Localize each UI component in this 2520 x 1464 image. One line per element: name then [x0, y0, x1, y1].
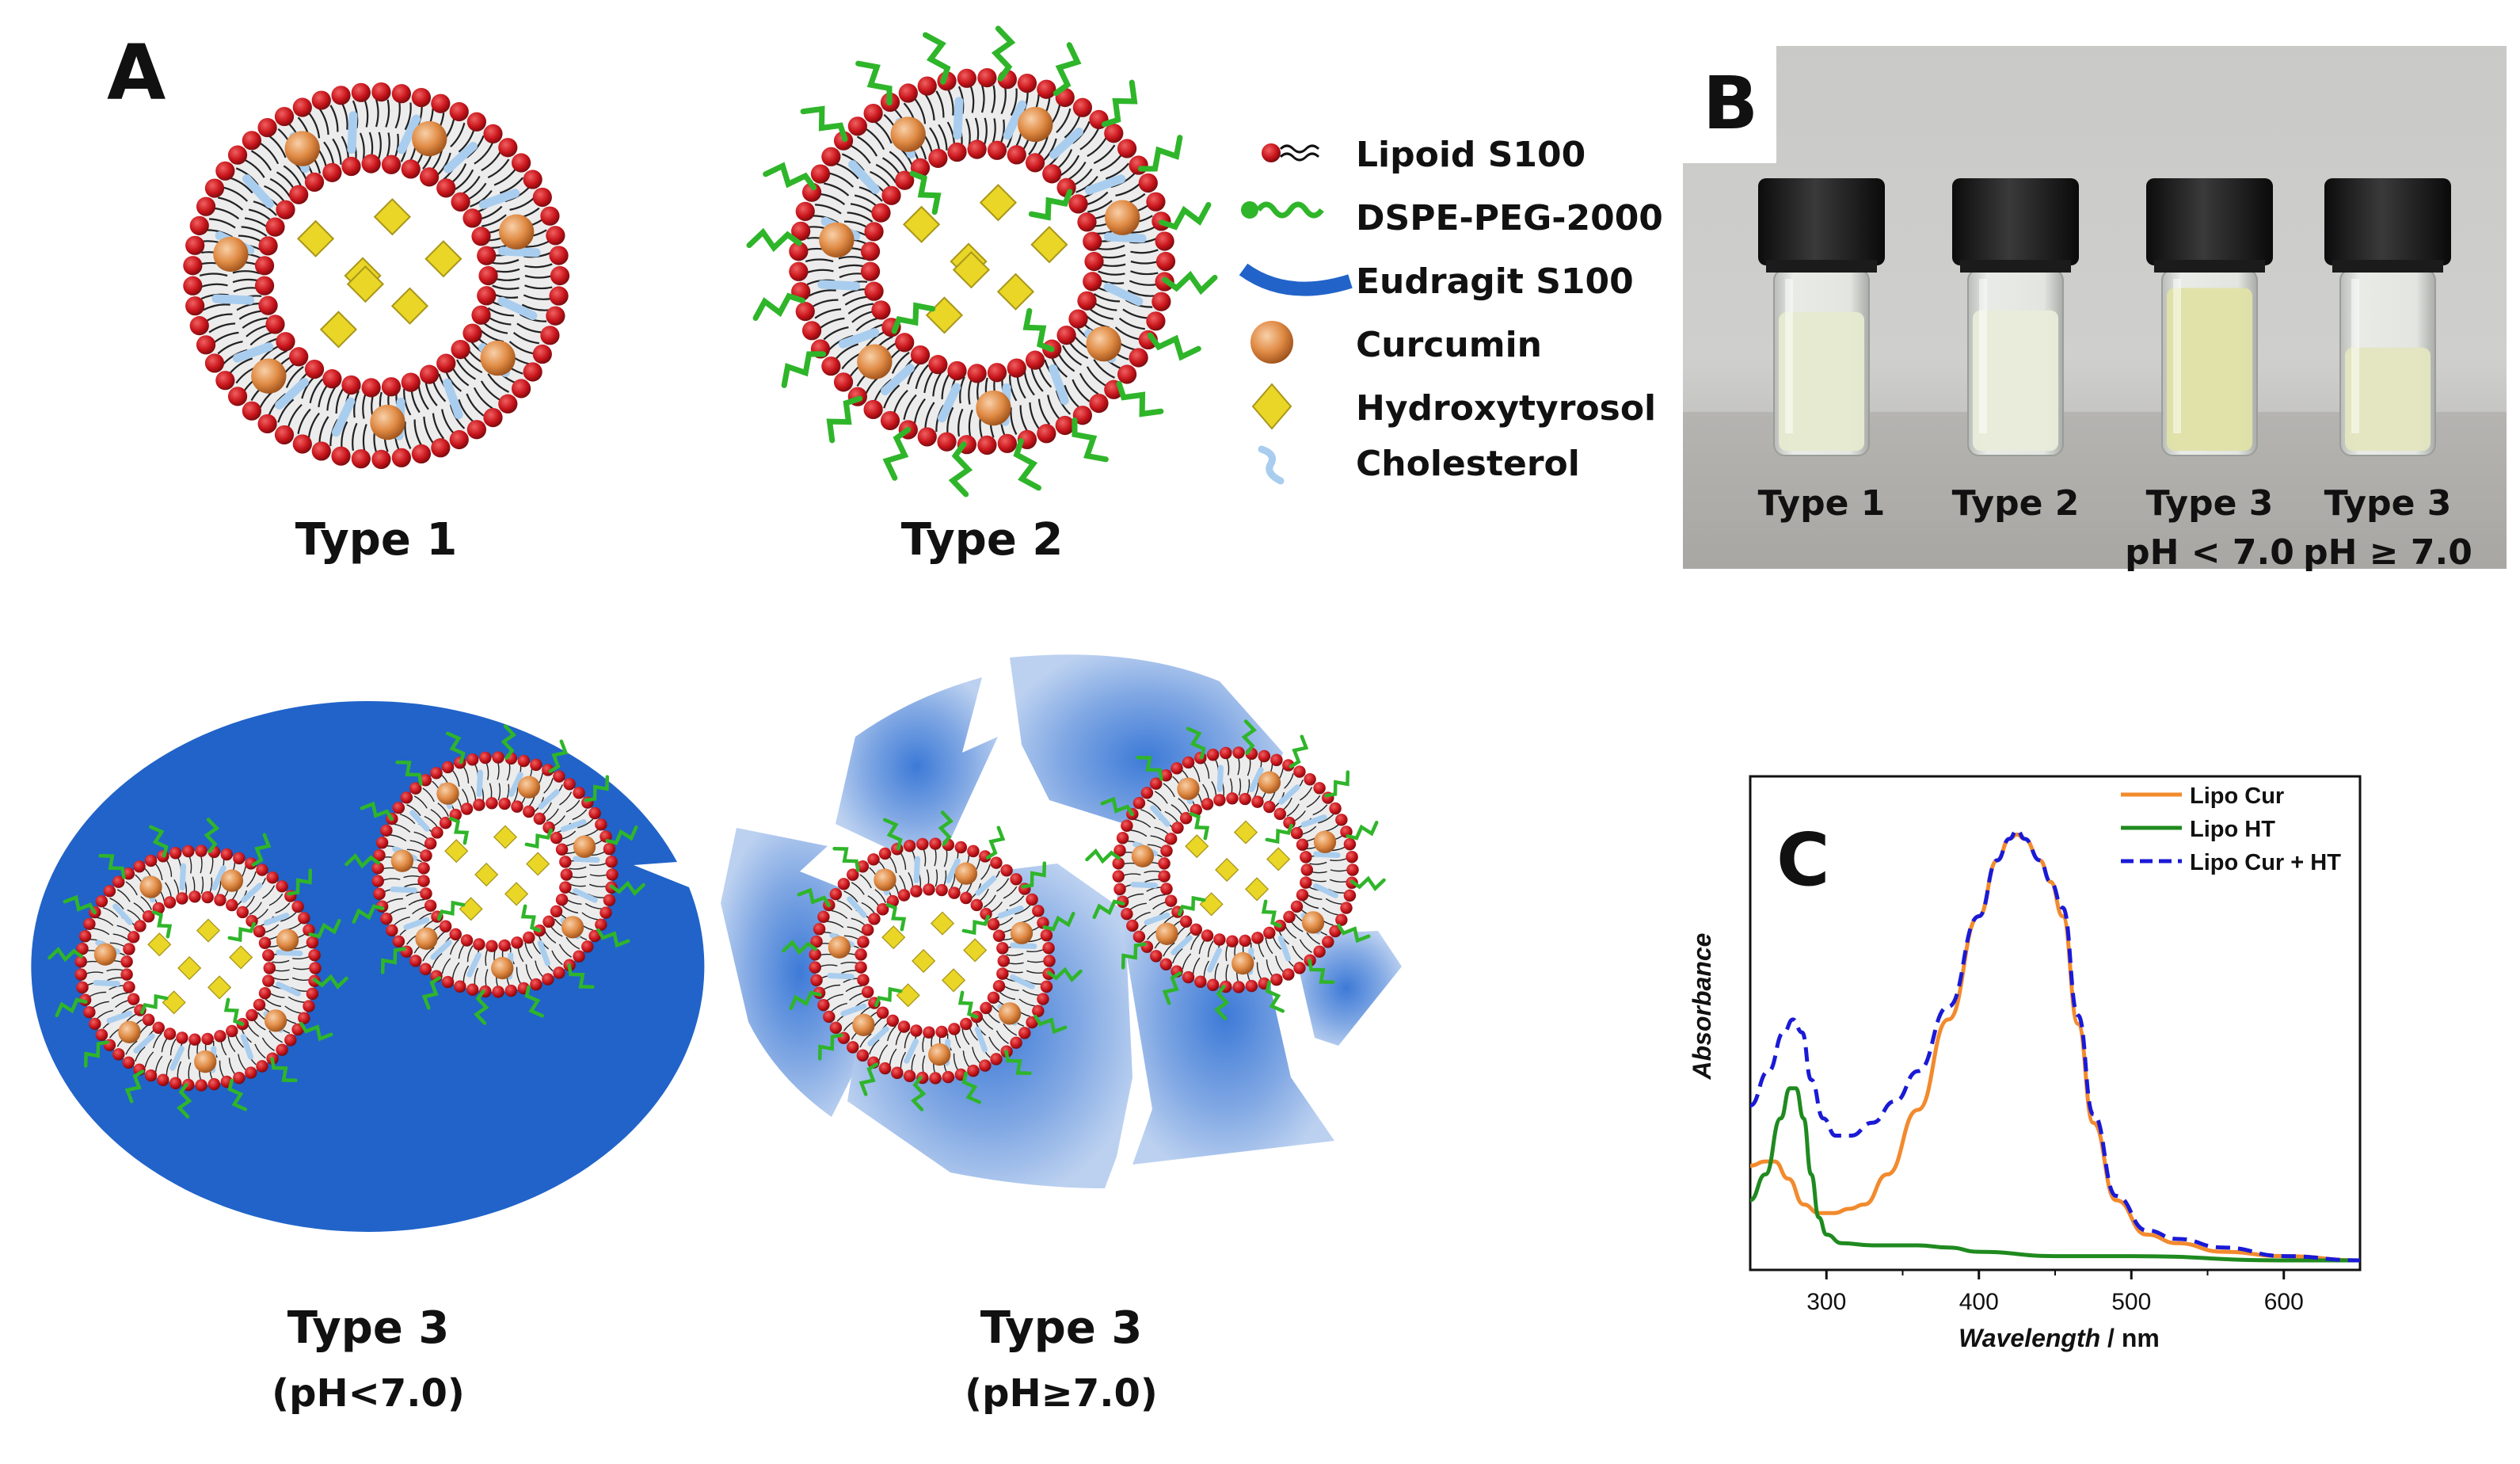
- vial-3: Type 3 pH < 7.0: [2125, 178, 2294, 573]
- lipid-heads: [1112, 746, 1359, 993]
- lipid-heads: [371, 751, 619, 998]
- hydroxytyrosol-molecules: [1185, 820, 1291, 917]
- panel-a-letter: A: [107, 29, 166, 117]
- type3-liposome-left: [48, 818, 348, 1119]
- peg-chain-icon: [1241, 201, 1324, 219]
- x-tick-label: 600: [2264, 1289, 2304, 1315]
- curcumin-sphere-icon: [1250, 321, 1293, 364]
- type3-liposome-released-left: [782, 810, 1083, 1111]
- legend-label-peg: DSPE-PEG-2000: [1356, 198, 1663, 238]
- hydroxytyrosol-molecules: [296, 198, 463, 349]
- curcumin-molecules: [828, 862, 1034, 1066]
- legend: Lipoid S100 DSPE-PEG-2000 Eudragit S100 …: [1239, 135, 1663, 485]
- type3-acidic-title: Type 3: [287, 1302, 450, 1354]
- hydroxytyrosol-molecules: [902, 184, 1068, 334]
- x-tick-label: 400: [1959, 1289, 1999, 1315]
- curcumin-molecules: [390, 776, 596, 980]
- type2-title: Type 2: [901, 514, 1064, 566]
- series-line-3: [1749, 828, 2361, 1263]
- chart-x-ticks: 300 400 500 600: [1806, 1270, 2304, 1315]
- series-line-2: [1749, 1086, 2360, 1263]
- vial-label: Type 3: [2146, 483, 2274, 524]
- vial-ph-label: pH ≥ 7.0: [2303, 532, 2472, 573]
- legend-label-lipoid: Lipoid S100: [1356, 135, 1585, 175]
- legend-entry-1: Lipo Cur: [2190, 783, 2284, 809]
- type3-liposome-released-right: [1085, 719, 1386, 1020]
- peg-chains: [1085, 719, 1386, 1020]
- type3-liposome-right: [345, 724, 645, 1025]
- hydroxytyrosol-molecules: [881, 911, 988, 1008]
- curcumin-molecules: [1131, 771, 1337, 975]
- hydroxytyrosol-molecules: [147, 918, 253, 1015]
- lipid-tails: [805, 84, 1159, 439]
- legend-label-cholesterol: Cholesterol: [1356, 444, 1580, 484]
- chart-xlabel: Wavelength / nm: [1959, 1324, 2160, 1352]
- lipid-heads: [809, 837, 1056, 1085]
- type1-title: Type 1: [295, 514, 458, 566]
- chart-plot-frame: [1749, 775, 2362, 1271]
- vial-liquid: [1779, 312, 1864, 451]
- hydroxytyrosol-molecules: [444, 825, 550, 921]
- type3-neutral-title: Type 3: [980, 1302, 1143, 1354]
- legend-entry-2: Lipo HT: [2190, 817, 2275, 842]
- vial-liquid: [2167, 288, 2252, 451]
- legend-entry-3: Lipo Cur + HT: [2190, 850, 2341, 875]
- chart-xlabel-unit: / nm: [2100, 1324, 2160, 1352]
- peg-chains: [746, 25, 1218, 498]
- vial-label: Type 1: [1758, 483, 1886, 524]
- legend-label-curcumin: Curcumin: [1356, 325, 1542, 365]
- vial-4: Type 3 pH ≥ 7.0: [2303, 178, 2472, 573]
- vial-label: Type 2: [1952, 483, 2080, 524]
- curcumin-molecules: [213, 120, 535, 440]
- chart-ylabel: Absorbance: [1688, 933, 1716, 1081]
- vial-cap: [2146, 178, 2273, 265]
- vial-2: Type 2: [1952, 178, 2080, 524]
- curcumin-molecules: [819, 106, 1140, 426]
- lipid-icon: [1262, 143, 1320, 162]
- peg-chains: [345, 724, 645, 1025]
- type1-liposome: [183, 82, 570, 470]
- hydroxytyrosol-diamond-icon: [1251, 383, 1292, 430]
- panel-b-letter: B: [1703, 61, 1758, 146]
- chart-series: [1749, 828, 2361, 1263]
- vial-1: Type 1: [1758, 178, 1886, 524]
- vial-ph-label: pH < 7.0: [2125, 532, 2294, 573]
- peg-chains: [48, 818, 348, 1119]
- type2-pegylated-liposome: [746, 25, 1218, 498]
- legend-label-eudragit: Eudragit S100: [1356, 261, 1634, 302]
- type3-acidic-subtitle: (pH<7.0): [272, 1371, 465, 1416]
- cholesterol-molecules: [1130, 764, 1341, 975]
- vial-liquid: [2345, 347, 2431, 451]
- legend-label-hydroxytyrosol: Hydroxytyrosol: [1356, 388, 1656, 429]
- type3-neutral-subtitle: (pH≥7.0): [965, 1371, 1158, 1416]
- peg-chains: [782, 810, 1083, 1111]
- eudragit-arc-icon: [1239, 263, 1353, 296]
- vial-label: Type 3: [2324, 483, 2452, 524]
- panel-c-letter: C: [1776, 818, 1830, 902]
- x-tick-label: 300: [1806, 1289, 1846, 1315]
- vial-liquid: [1973, 310, 2058, 451]
- curcumin-molecules: [93, 869, 299, 1073]
- chart-xlabel-quantity: Wavelength: [1959, 1324, 2100, 1352]
- cholesterol-icon: [1258, 445, 1285, 485]
- vial-cap: [2324, 178, 2451, 265]
- lipid-heads: [183, 82, 570, 470]
- vial-cap: [1952, 178, 2079, 265]
- vial-cap: [1758, 178, 1885, 265]
- x-tick-label: 500: [2111, 1289, 2151, 1315]
- vials: Type 1 Type 2 Type 3 pH < 7.0 Type 3 pH ≥ 7.0: [1758, 178, 2472, 573]
